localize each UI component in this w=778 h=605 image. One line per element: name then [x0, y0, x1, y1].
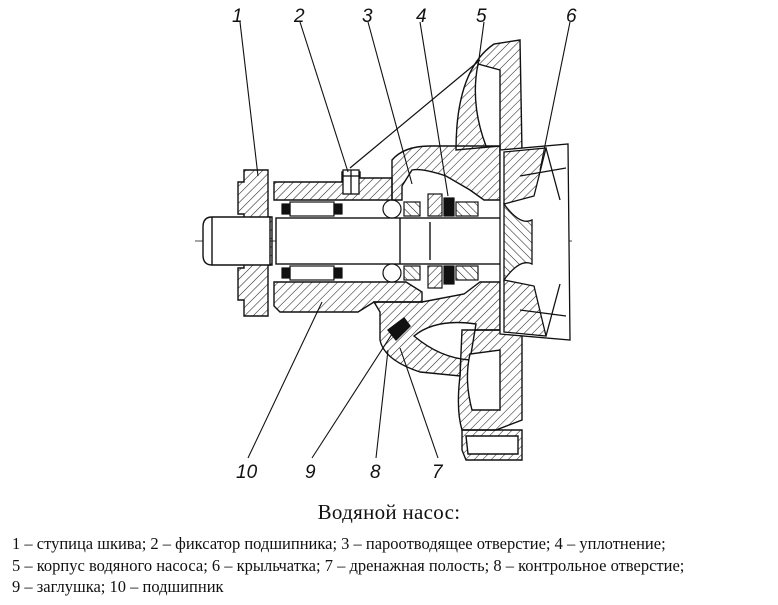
callout-3: 3 [362, 6, 373, 27]
leader-lines [239, 21, 571, 459]
callout-5: 5 [476, 6, 487, 27]
seal [427, 193, 479, 289]
callout-9: 9 [305, 462, 316, 483]
callout-1: 1 [232, 6, 243, 27]
water-pump-drawing: 1 2 3 4 5 6 10 9 8 7 [195, 6, 577, 483]
caption-title: Водяной насос: [317, 500, 461, 524]
bearing-housing [273, 171, 423, 313]
vapor-vent-channel [349, 59, 481, 169]
caption-line: 1 – ступица шкива; 2 – фиксатор подшипни… [12, 534, 666, 553]
caption-legend: 1 – ступица шкива; 2 – фиксатор подшипни… [12, 533, 778, 598]
bearing-retainer-screw [342, 169, 360, 195]
impeller [499, 143, 571, 341]
pump-shaft [275, 217, 533, 265]
callout-4: 4 [416, 6, 427, 27]
callout-7: 7 [432, 462, 444, 483]
callout-2: 2 [293, 6, 305, 27]
bearing [281, 199, 421, 283]
callout-6: 6 [566, 6, 577, 27]
callout-8: 8 [370, 462, 381, 483]
callout-10: 10 [236, 462, 258, 483]
caption-line: 5 – корпус водяного насоса; 6 – крыльчат… [12, 555, 685, 575]
caption-line: 9 – заглушка; 10 – подшипник [12, 577, 224, 596]
pump-body [372, 39, 523, 461]
shaft-end [202, 216, 271, 266]
